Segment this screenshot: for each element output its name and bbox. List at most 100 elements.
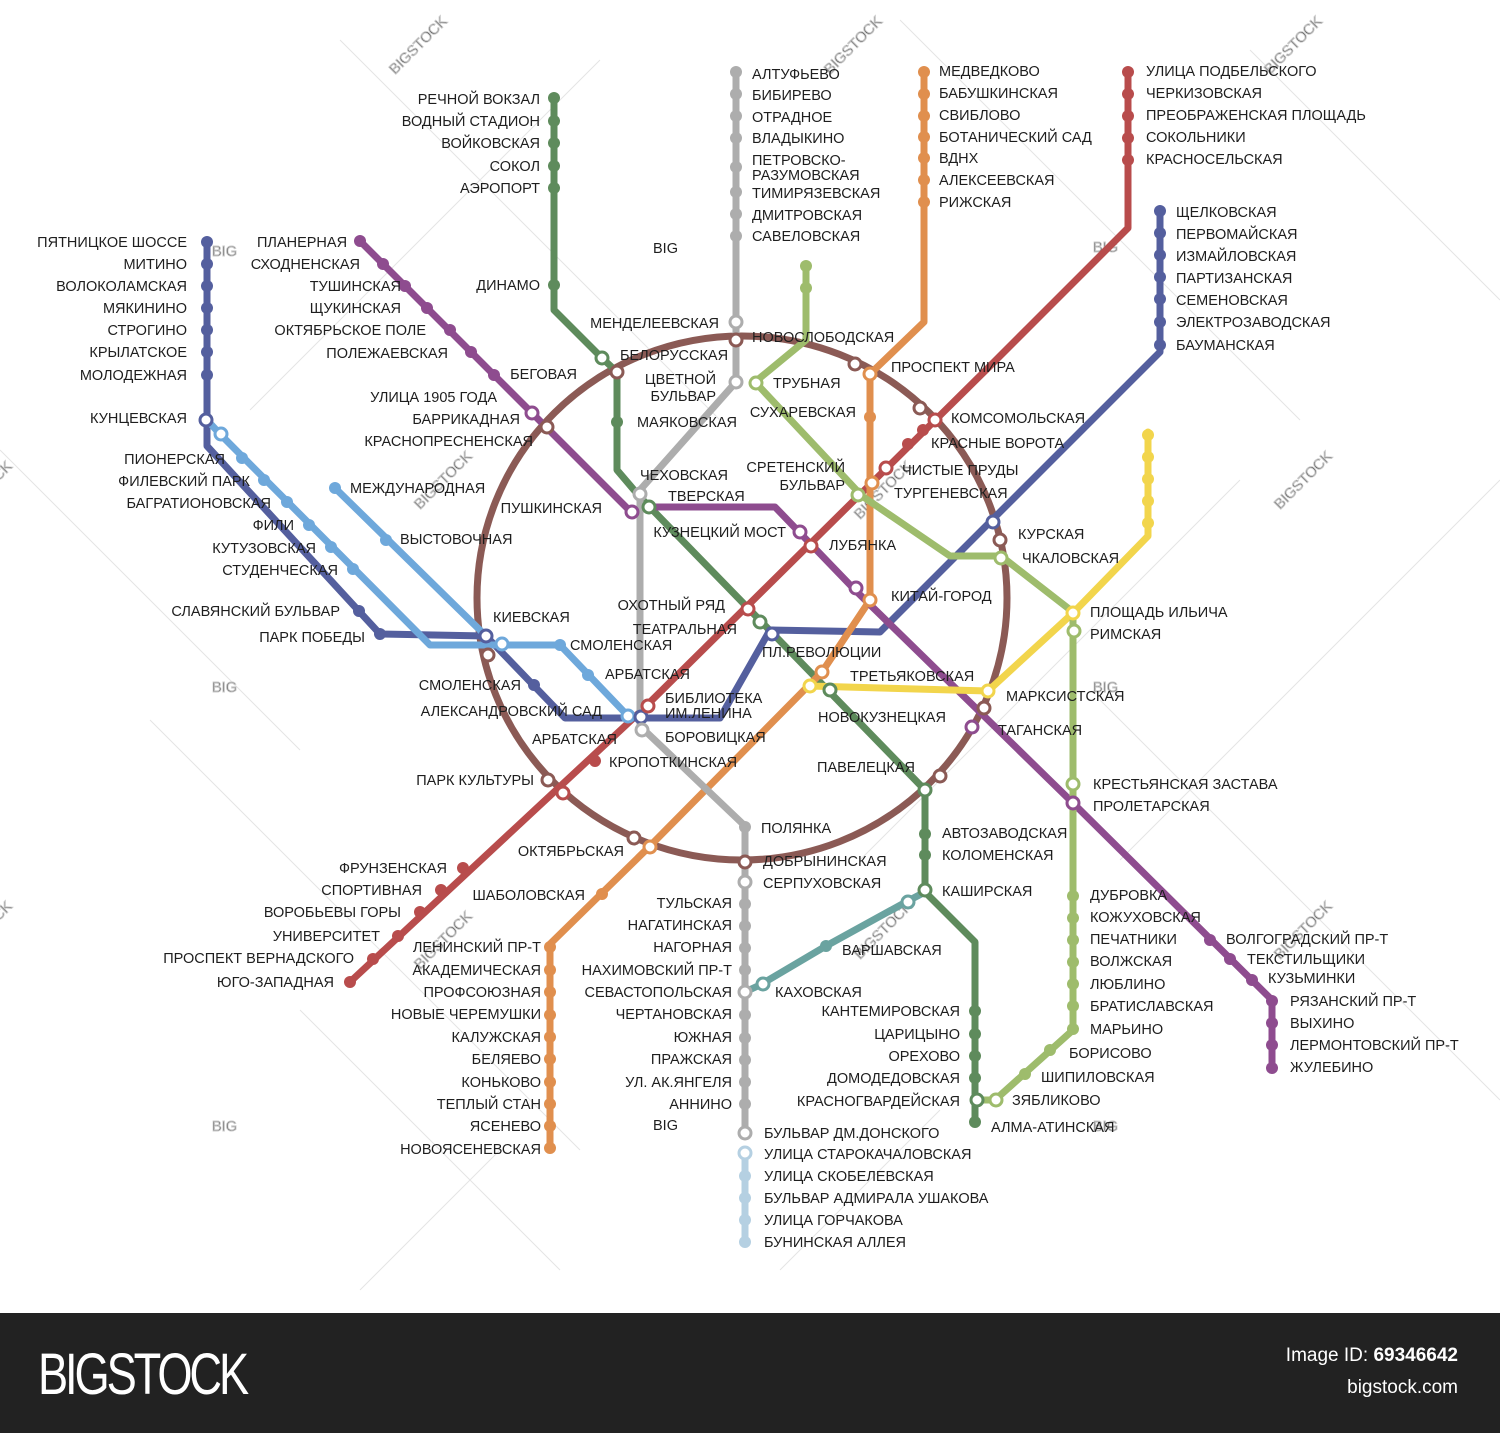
station-dot[interactable] (1154, 205, 1166, 217)
station-dot[interactable] (1154, 227, 1166, 239)
station-dot[interactable] (739, 1170, 751, 1182)
station-label[interactable]: ДОБРЫНИНСКАЯ (763, 854, 887, 870)
station-label[interactable]: БАРРИКАДНАЯ (412, 412, 520, 428)
station-label[interactable]: УНИВЕРСИТЕТ (273, 929, 380, 945)
station-dot[interactable] (1266, 1062, 1278, 1074)
station-label[interactable]: РИЖСКАЯ (939, 195, 1011, 211)
station-label[interactable]: ЧЕРТАНОВСКАЯ (616, 1007, 732, 1023)
station-label[interactable]: БОРОВИЦКАЯ (665, 730, 766, 746)
station-dot[interactable] (201, 324, 213, 336)
station-label[interactable]: БОРИСОВО (1069, 1046, 1152, 1062)
station-label[interactable]: БИБИРЕВО (752, 88, 832, 104)
station-label[interactable]: ПЕРВОМАЙСКАЯ (1176, 225, 1297, 243)
station-label[interactable]: ПАРТИЗАНСКАЯ (1176, 271, 1292, 287)
station-label[interactable]: БАБУШКИНСКАЯ (939, 86, 1058, 102)
station-label[interactable]: КОНЬКОВО (461, 1075, 541, 1091)
station-dot[interactable] (1067, 1000, 1079, 1012)
station-label[interactable]: ТЕКСТИЛЬЩИКИ (1247, 952, 1365, 968)
station-label[interactable]: МОЛОДЕЖНАЯ (80, 368, 187, 384)
station-label[interactable]: АЛЕКСЕЕВСКАЯ (939, 173, 1055, 189)
station-dot[interactable] (303, 519, 315, 531)
station-label[interactable]: ПУШКИНСКАЯ (501, 501, 602, 517)
station-label[interactable]: КРОПОТКИНСКАЯ (609, 755, 737, 771)
station-label[interactable]: СМОЛЕНСКАЯ (570, 638, 672, 654)
station-dot[interactable] (281, 496, 293, 508)
station-dot[interactable] (1142, 495, 1154, 507)
site-link[interactable]: bigstock.com (1347, 1377, 1458, 1398)
station-label[interactable]: КАХОВСКАЯ (775, 985, 862, 1001)
station-label[interactable]: ТАГАНСКАЯ (998, 723, 1082, 739)
station-label[interactable]: КРАСНОСЕЛЬСКАЯ (1146, 152, 1283, 168)
station-dot[interactable] (374, 628, 386, 640)
station-dot[interactable] (739, 1098, 751, 1110)
station-dot[interactable] (969, 1116, 981, 1128)
station-label[interactable]: РАЗУМОВСКАЯ (752, 168, 860, 184)
station-dot[interactable] (548, 279, 560, 291)
station-label[interactable]: БЕЛОРУССКАЯ (620, 348, 728, 364)
station-dot[interactable] (1154, 293, 1166, 305)
station-label[interactable]: ПРОСПЕКТ ВЕРНАДСКОГО (163, 951, 354, 967)
station-dot[interactable] (739, 1054, 751, 1066)
station-dot[interactable] (414, 906, 426, 918)
station-dot[interactable] (739, 1076, 751, 1088)
station-label[interactable]: ПРОСПЕКТ МИРА (891, 360, 1015, 376)
station-dot[interactable] (730, 161, 742, 173)
station-label[interactable]: ПЛАНЕРНАЯ (257, 235, 347, 251)
station-label[interactable]: МИТИНО (123, 257, 187, 273)
station-label[interactable]: СТУДЕНЧЕСКАЯ (222, 563, 338, 579)
station-dot[interactable] (969, 1050, 981, 1062)
station-label[interactable]: КАШИРСКАЯ (942, 884, 1032, 900)
station-label[interactable]: СОКОЛ (490, 159, 540, 175)
station-label[interactable]: МАЯКОВСКАЯ (637, 415, 737, 431)
station-dot[interactable] (730, 88, 742, 100)
station-label[interactable]: ТРУБНАЯ (773, 376, 841, 392)
station-dot[interactable] (864, 411, 876, 423)
station-label[interactable]: ЦВЕТНОЙ (645, 370, 716, 388)
station-label[interactable]: УЛИЦА ПОДБЕЛЬСКОГО (1146, 64, 1317, 80)
station-label[interactable]: ВЛАДЫКИНО (752, 131, 844, 147)
station-label[interactable]: ВОДНЫЙ СТАДИОН (402, 112, 540, 130)
station-label[interactable]: ЮГО-ЗАПАДНАЯ (217, 975, 334, 991)
station-dot[interactable] (1154, 339, 1166, 351)
station-label[interactable]: СЕВАСТОПОЛЬСКАЯ (585, 985, 732, 1001)
station-label[interactable]: СТРОГИНО (107, 323, 187, 339)
station-label[interactable]: ОХОТНЫЙ РЯД (618, 596, 726, 614)
station-label[interactable]: АЛМА-АТИНСКАЯ (991, 1120, 1114, 1136)
station-label[interactable]: ТЕАТРАЛЬНАЯ (633, 622, 737, 638)
station-label[interactable]: УЛИЦА СТАРОКАЧАЛОВСКАЯ (764, 1147, 971, 1163)
station-dot[interactable] (201, 236, 213, 248)
station-dot[interactable] (347, 563, 359, 575)
station-label[interactable]: ОТРАДНОЕ (752, 110, 833, 126)
station-label[interactable]: ФИЛИ (253, 518, 294, 534)
station-dot[interactable] (1142, 451, 1154, 463)
station-label[interactable]: ЭЛЕКТРОЗАВОДСКАЯ (1176, 315, 1331, 331)
station-label[interactable]: КИЕВСКАЯ (493, 610, 570, 626)
station-label[interactable]: МЕНДЕЛЕЕВСКАЯ (590, 316, 719, 332)
station-dot[interactable] (544, 1120, 556, 1132)
station-label[interactable]: ПИОНЕРСКАЯ (124, 452, 225, 468)
station-label[interactable]: АЛЕКСАНДРОВСКИЙ САД (421, 702, 602, 720)
station-label[interactable]: РИМСКАЯ (1090, 627, 1161, 643)
station-dot[interactable] (1122, 132, 1134, 144)
station-label[interactable]: ВЫСТОВОЧНАЯ (400, 532, 512, 548)
station-label[interactable]: СЛАВЯНСКИЙ БУЛЬВАР (171, 602, 340, 620)
station-dot[interactable] (528, 679, 540, 691)
station-dot[interactable] (421, 302, 433, 314)
station-label[interactable]: ЛУБЯНКА (829, 538, 896, 554)
station-label[interactable]: ЛЕНИНСКИЙ ПР-Т (413, 938, 541, 956)
station-label[interactable]: АРБАТСКАЯ (532, 732, 617, 748)
station-dot[interactable] (544, 1031, 556, 1043)
station-dot[interactable] (544, 941, 556, 953)
station-dot[interactable] (548, 137, 560, 149)
station-label[interactable]: ПРОЛЕТАРСКАЯ (1093, 799, 1210, 815)
station-label[interactable]: НАХИМОВСКИЙ ПР-Т (582, 961, 732, 979)
station-dot[interactable] (325, 541, 337, 553)
station-dot[interactable] (548, 182, 560, 194)
station-label[interactable]: ПЛ.РЕВОЛЮЦИИ (762, 645, 881, 661)
station-dot[interactable] (1067, 912, 1079, 924)
station-label[interactable]: ЧИСТЫЕ ПРУДЫ (902, 463, 1018, 479)
station-label[interactable]: ВОЙКОВСКАЯ (441, 134, 540, 152)
station-label[interactable]: АВТОЗАВОДСКАЯ (942, 826, 1067, 842)
station-label[interactable]: БИБЛИОТЕКА (665, 691, 763, 707)
station-label[interactable]: СМОЛЕНСКАЯ (419, 678, 521, 694)
